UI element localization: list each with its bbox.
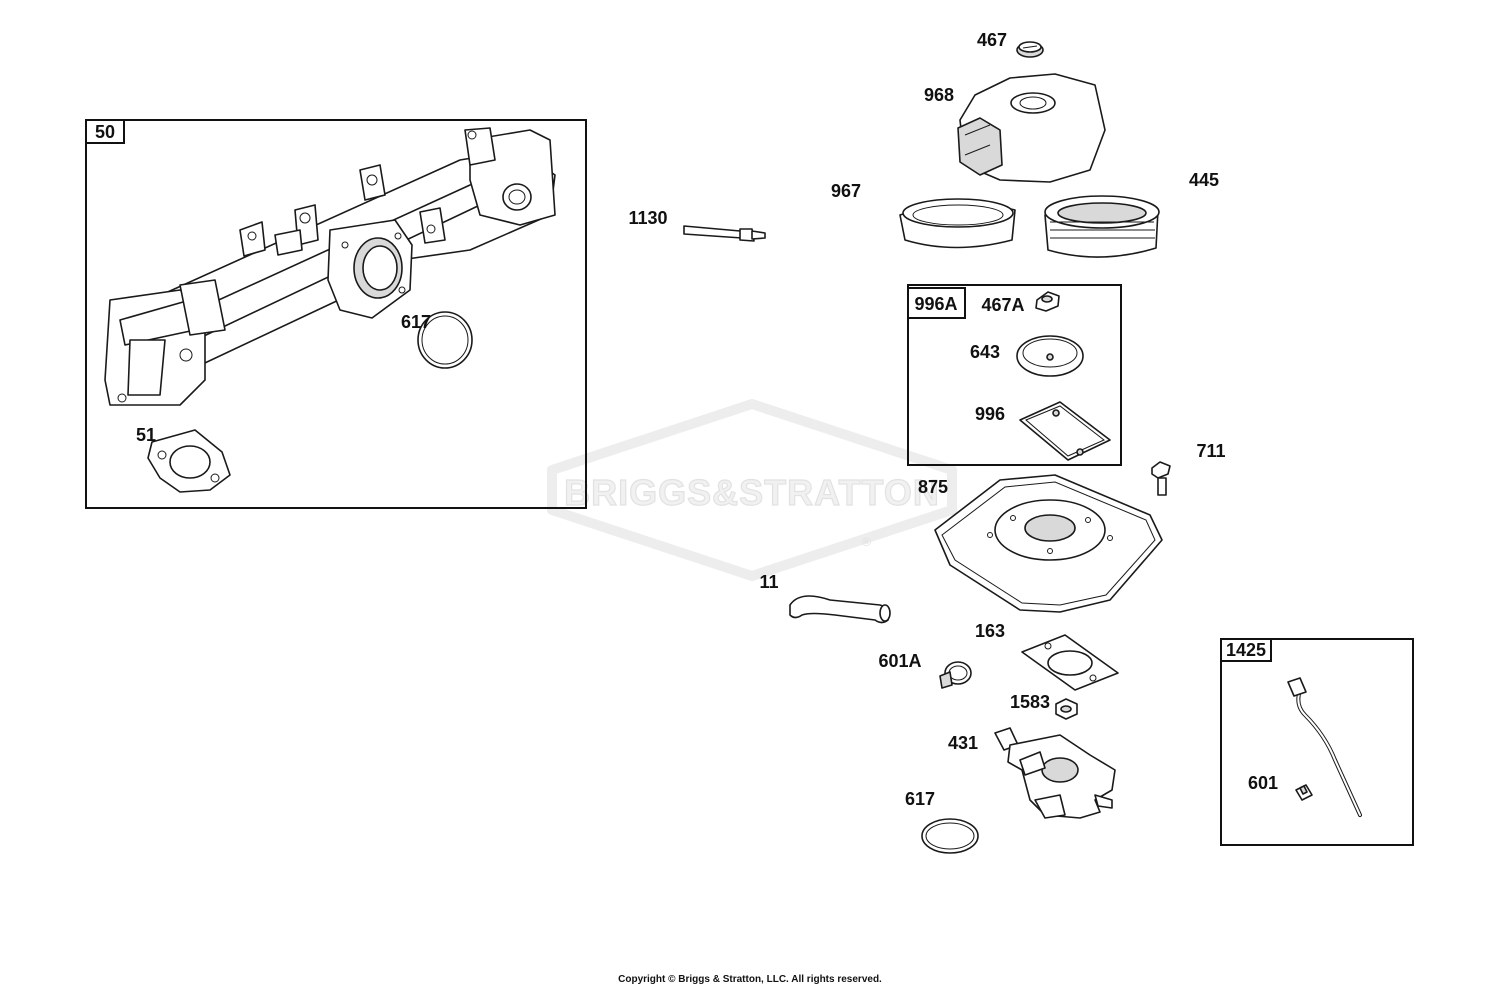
callout-617-lower: 617: [905, 789, 935, 809]
callout-467: 467: [977, 30, 1007, 50]
o-ring-617-upper[interactable]: [417, 311, 473, 369]
callout-445: 445: [1189, 170, 1219, 190]
callout-51: 51: [136, 425, 156, 445]
group-1425-label: 1425: [1226, 640, 1266, 660]
brand-watermark: BRIGGS&STRATTON ®: [547, 399, 957, 581]
callout-1130: 1130: [628, 208, 667, 228]
bolt-711[interactable]: [1151, 461, 1171, 496]
breather-hose-11[interactable]: [789, 595, 891, 624]
wing-nut-467[interactable]: [1016, 41, 1044, 58]
callout-467A: 467A: [981, 295, 1024, 315]
o-ring-617-lower[interactable]: [921, 818, 979, 854]
gasket-51[interactable]: [147, 429, 231, 493]
seal-643[interactable]: [1016, 335, 1084, 377]
base-plate-875[interactable]: [934, 474, 1163, 613]
group-50-label: 50: [95, 122, 115, 142]
copyright-notice: Copyright © Briggs & Stratton, LLC. All …: [618, 974, 882, 985]
callout-875: 875: [918, 477, 948, 497]
callout-601: 601: [1248, 773, 1278, 793]
group-1425[interactable]: 1425: [1220, 638, 1414, 846]
nut-467A[interactable]: [1035, 291, 1060, 312]
air-filter-445[interactable]: [1044, 195, 1160, 258]
callout-617-upper: 617: [401, 312, 431, 332]
pre-cleaner-967[interactable]: [899, 198, 1016, 249]
nut-1583[interactable]: [1055, 698, 1078, 720]
carburetor-431[interactable]: [994, 727, 1116, 819]
callout-163: 163: [975, 621, 1005, 641]
group-996A-label: 996A: [914, 294, 957, 314]
callout-601A: 601A: [878, 651, 921, 671]
callout-967: 967: [831, 181, 861, 201]
bracket-996[interactable]: [1019, 401, 1111, 461]
stud-1130[interactable]: [683, 225, 766, 242]
callout-431: 431: [948, 733, 978, 753]
watermark-text: BRIGGS&STRATTON: [564, 472, 940, 513]
gasket-163[interactable]: [1021, 634, 1119, 691]
callout-1583: 1583: [1010, 692, 1050, 712]
callout-996: 996: [975, 404, 1005, 424]
callout-968: 968: [924, 85, 954, 105]
watermark-registered: ®: [862, 535, 871, 549]
clip-601[interactable]: [1295, 784, 1313, 801]
clamp-601A[interactable]: [939, 661, 972, 689]
intake-manifold-part[interactable]: [104, 127, 556, 406]
callout-643: 643: [970, 342, 1000, 362]
fuel-line-1425[interactable]: [1287, 677, 1362, 817]
group-996A[interactable]: 996A: [907, 284, 1122, 466]
callout-711: 711: [1196, 441, 1225, 461]
air-cleaner-cover-968[interactable]: [957, 73, 1106, 183]
callout-11: 11: [759, 572, 778, 592]
group-50[interactable]: 50: [85, 119, 587, 509]
